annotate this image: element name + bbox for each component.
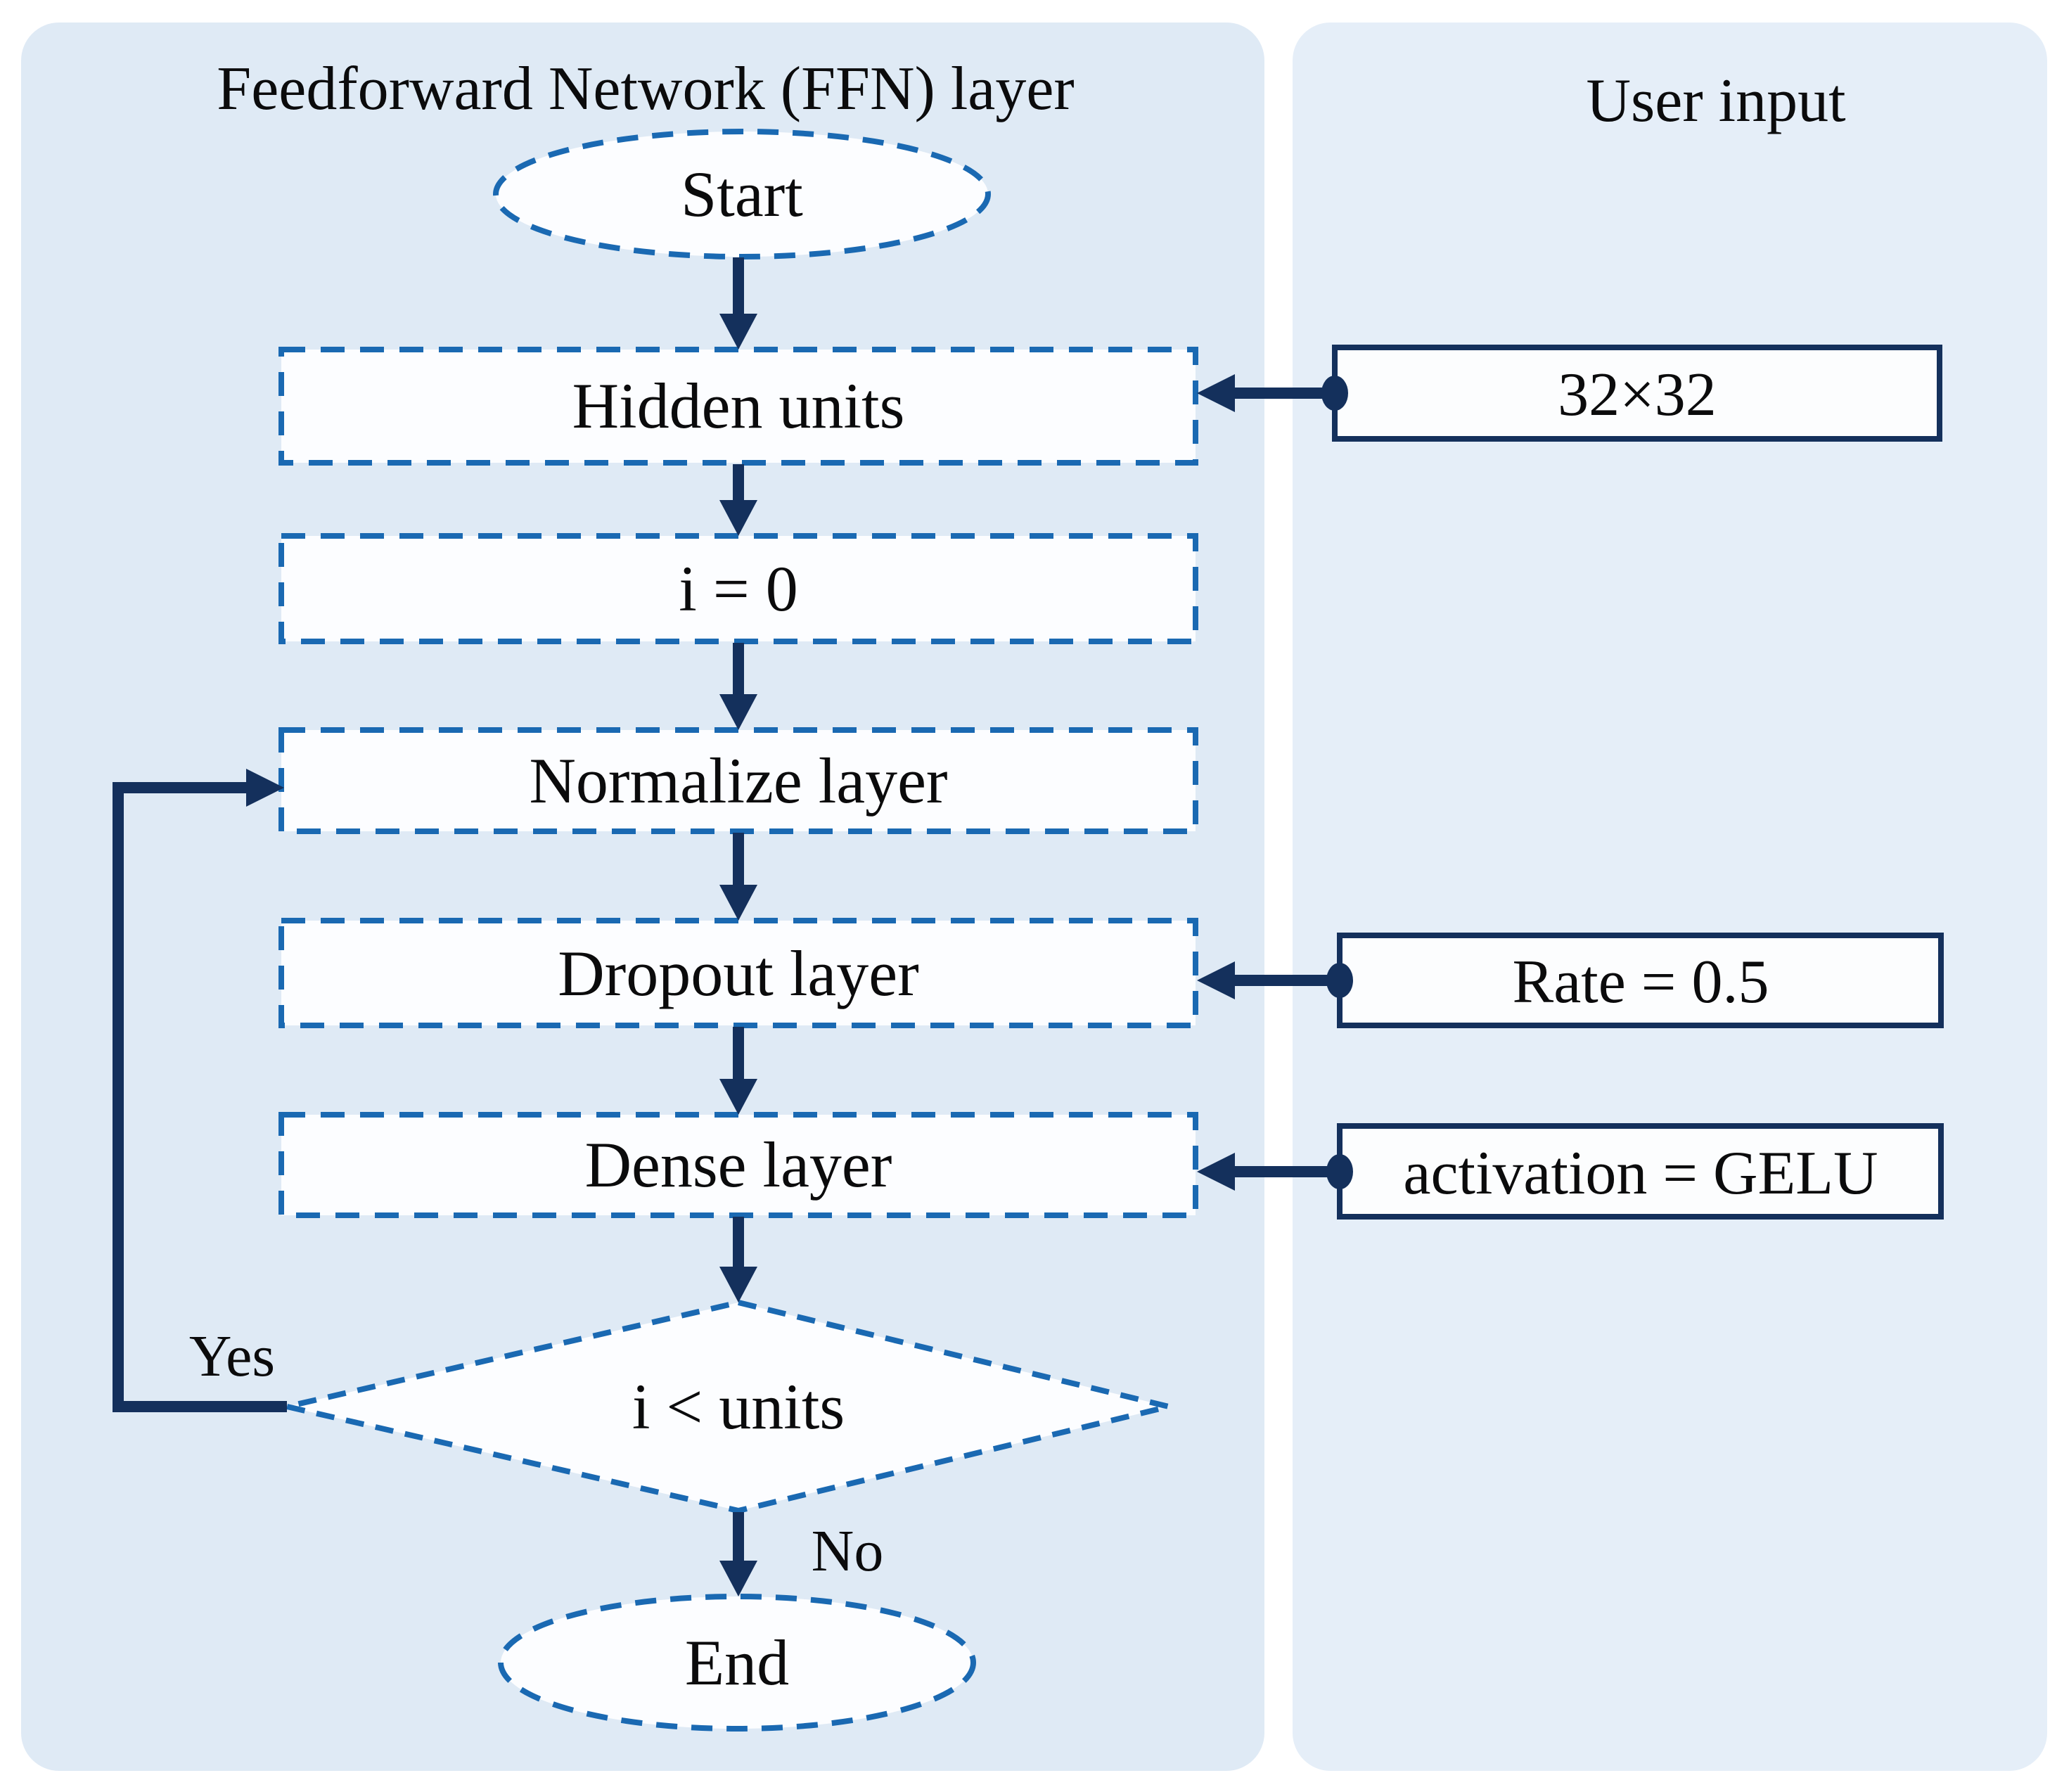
node-hidden-units: Hidden units	[278, 347, 1198, 466]
arrow-decision-to-end	[719, 1512, 757, 1596]
decision-label: i < units	[632, 1371, 845, 1442]
dropout-label: Dropout layer	[558, 937, 919, 1009]
start-ellipse	[493, 129, 991, 260]
ffn-panel	[21, 23, 1264, 1771]
activation-box	[1337, 1123, 1944, 1220]
start-label: Start	[681, 158, 803, 230]
dense-label: Dense layer	[585, 1129, 892, 1201]
user-input-panel-title: User input	[1586, 67, 1845, 135]
arrow-hidden-to-init	[719, 464, 757, 536]
decision-diamond	[286, 1299, 1170, 1514]
input-arrow-dropout-rate	[1197, 961, 1353, 999]
user-input-panel	[1293, 23, 2047, 1771]
hidden-units-label: Hidden units	[572, 370, 905, 442]
arrow-dense-to-decision	[719, 1217, 757, 1303]
node-start: Start	[493, 129, 991, 260]
node-init-counter: i = 0	[278, 533, 1198, 644]
normalize-label: Normalize layer	[529, 745, 947, 817]
end-ellipse	[498, 1594, 976, 1732]
input-box-hidden-units: 32×32	[1332, 345, 1942, 442]
arrow-normalize-to-dropout	[719, 833, 757, 921]
node-dropout: Dropout layer	[278, 918, 1198, 1028]
end-label: End	[685, 1627, 789, 1698]
node-normalize: Normalize layer	[278, 727, 1198, 834]
branch-label-no: No	[812, 1518, 884, 1584]
arrow-start-to-hidden	[719, 257, 757, 350]
dropout-box	[278, 918, 1198, 1028]
normalize-box	[278, 727, 1198, 834]
hidden-units-value-box	[1332, 345, 1942, 442]
init-counter-label: i = 0	[679, 553, 797, 625]
loop-yes-connector	[113, 769, 287, 1412]
node-decision: i < units	[286, 1299, 1170, 1514]
dropout-rate-value: Rate = 0.5	[1513, 948, 1769, 1016]
branch-label-yes: Yes	[189, 1324, 275, 1389]
node-dense: Dense layer	[278, 1112, 1198, 1218]
activation-value: activation = GELU	[1403, 1139, 1878, 1208]
input-box-activation: activation = GELU	[1337, 1123, 1944, 1220]
arrow-dropout-to-dense	[719, 1027, 757, 1115]
arrow-init-to-normalize	[719, 643, 757, 730]
input-arrow-hidden-units	[1197, 374, 1348, 412]
input-arrow-activation	[1197, 1153, 1353, 1191]
ffn-panel-title: Feedforward Network (FFN) layer	[217, 55, 1074, 123]
input-box-dropout-rate: Rate = 0.5	[1337, 933, 1944, 1028]
hidden-units-value: 32×32	[1558, 361, 1717, 429]
node-end: End	[498, 1594, 976, 1732]
dropout-rate-box	[1337, 933, 1944, 1028]
